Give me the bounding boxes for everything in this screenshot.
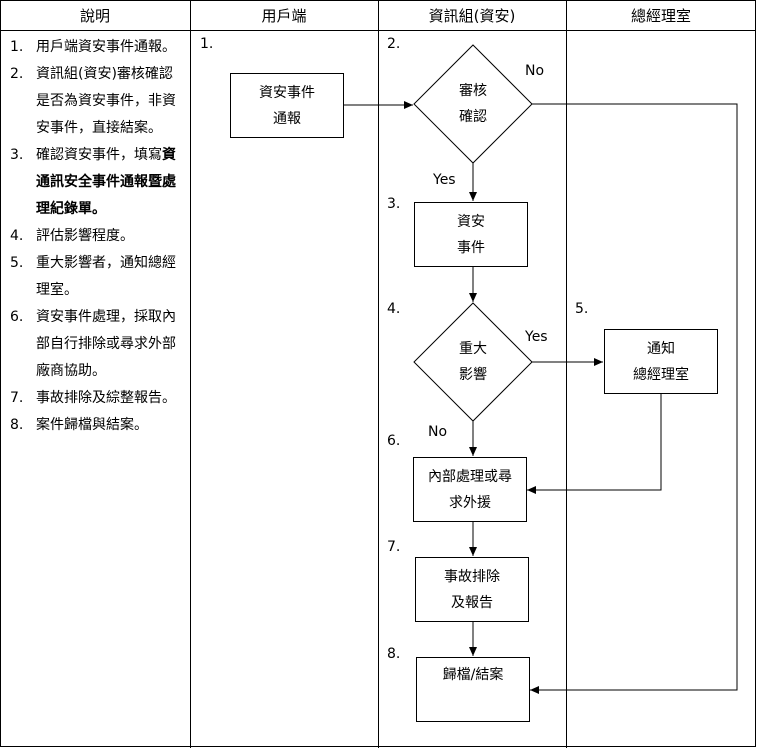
step-number-5: 5. bbox=[575, 301, 589, 317]
note-item: 8.案件歸檔與結案。 bbox=[10, 417, 148, 433]
record-form-name: 資通訊安全事件通報暨處理紀錄單 bbox=[36, 147, 176, 217]
label-review-no: No bbox=[525, 63, 545, 79]
header-gm: 總經理室 bbox=[630, 7, 691, 25]
step-number-7: 7. bbox=[387, 539, 401, 555]
step-number-8: 8. bbox=[387, 646, 401, 662]
arrow-review-no-to-archive bbox=[530, 103, 738, 694]
step-number-1: 1. bbox=[200, 36, 214, 52]
note-item: 5.重大影響者，通知總經理室。 bbox=[10, 255, 176, 298]
note-item: 2.資訊組(資安)審核確認是否為資安事件，非資安事件，直接結案。 bbox=[10, 66, 176, 136]
header-user: 用戶端 bbox=[261, 7, 307, 25]
note-item: 3.確認資安事件，填寫資通訊安全事件通報暨處理紀錄單。 bbox=[10, 147, 176, 217]
step-number-3: 3. bbox=[387, 196, 401, 212]
node-handle: 內部處理或尋 求外援 bbox=[413, 457, 527, 522]
node-security-event: 資安 事件 bbox=[414, 202, 528, 267]
node-notify-gm: 通知 總經理室 bbox=[604, 329, 718, 394]
label-review-yes: Yes bbox=[433, 172, 456, 188]
description-list: 1.用戶端資安事件通報。 2.資訊組(資安)審核確認是否為資安事件，非資安事件，… bbox=[10, 34, 180, 439]
note-item: 6.資安事件處理，採取內部自行排除或尋求外部廠商協助。 bbox=[10, 309, 176, 379]
header-description: 說明 bbox=[79, 7, 110, 25]
flow-connectors bbox=[344, 101, 738, 694]
node-archive-close: 歸檔/結案 bbox=[416, 657, 530, 722]
header-infosec: 資訊組(資安) bbox=[428, 7, 516, 25]
node-review-confirm: 審核 確認 bbox=[459, 83, 487, 125]
node-resolve-report: 事故排除 及報告 bbox=[415, 557, 529, 622]
note-item: 1.用戶端資安事件通報。 bbox=[10, 39, 176, 55]
note-item: 4.評估影響程度。 bbox=[10, 228, 134, 244]
step-number-2: 2. bbox=[387, 36, 401, 52]
step-number-4: 4. bbox=[387, 301, 401, 317]
arrow-notify-to-handle bbox=[527, 393, 662, 494]
note-item: 7.事故排除及綜整報告。 bbox=[10, 390, 176, 406]
node-major-impact: 重大 影響 bbox=[459, 341, 487, 383]
label-major-yes: Yes bbox=[525, 329, 548, 345]
node-incident-report: 資安事件 通報 bbox=[230, 73, 344, 138]
label-major-no: No bbox=[428, 424, 448, 440]
step-number-6: 6. bbox=[387, 433, 401, 449]
